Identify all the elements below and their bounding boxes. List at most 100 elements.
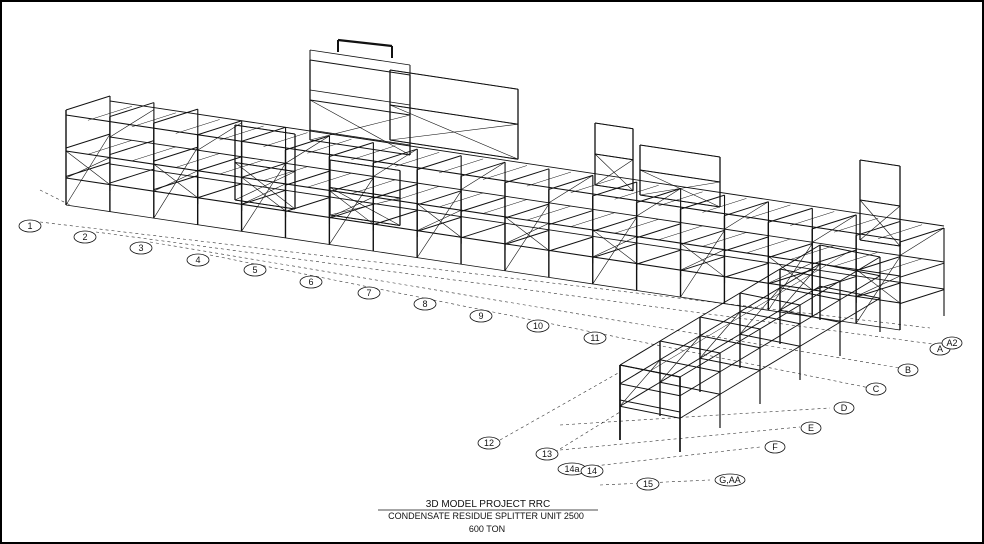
frame-member: [460, 161, 506, 177]
frame-member: [389, 69, 519, 90]
frame-member: [839, 256, 881, 282]
grid-bubble: [477, 436, 501, 450]
frame-member: [389, 104, 519, 125]
frame-member: [153, 146, 199, 219]
grid-label-text: 2: [82, 232, 87, 242]
frame-member: [768, 207, 813, 223]
frame-member: [739, 311, 801, 325]
frame-member: [309, 99, 411, 116]
frame-member: [153, 108, 198, 124]
grid-label-text: 14a: [564, 464, 579, 474]
frame-member: [636, 223, 681, 239]
frame-member: [504, 216, 550, 251]
frame-member: [779, 287, 841, 301]
grid-label-text: G,AA: [719, 475, 741, 485]
frame-member: [719, 369, 761, 395]
grid-label-text: 8: [422, 299, 427, 309]
frame-member: [680, 230, 725, 298]
grid-label-text: 4: [195, 255, 200, 265]
frame-member: [285, 170, 330, 186]
frame-member: [619, 364, 681, 378]
frame-member: [819, 244, 881, 258]
frame-member: [812, 275, 857, 291]
grid-bubble: [714, 473, 746, 487]
frame-member: [395, 152, 440, 167]
frame-member: [619, 399, 681, 413]
frame-member: [659, 381, 721, 395]
frame-member: [699, 357, 761, 371]
frame-member: [746, 238, 791, 254]
frame-member: [658, 225, 703, 241]
frame-member: [790, 245, 835, 260]
frame-member: [812, 214, 857, 230]
frame-member: [417, 155, 462, 171]
frame-member: [234, 162, 296, 172]
frame-member: [309, 89, 411, 106]
frame-member: [699, 333, 741, 359]
grid-label-col-12: 12: [477, 436, 501, 450]
grid-label-text: E: [808, 423, 814, 433]
frame-member: [899, 289, 945, 305]
frame-member: [570, 212, 615, 227]
frame-member: [329, 187, 401, 226]
grid-label-col-14: 14: [580, 464, 604, 478]
frame-member: [197, 120, 242, 136]
grid-label-col-5: 5: [243, 263, 267, 277]
grid-bubble: [299, 275, 323, 289]
frame-member: [899, 227, 945, 256]
frame-member: [779, 309, 841, 323]
frame-member: [680, 242, 725, 277]
frame-member: [592, 216, 637, 232]
grid-label-text: D: [841, 403, 848, 413]
grid-label-text: 5: [252, 265, 257, 275]
frame-member: [724, 201, 769, 217]
grid-label-text: B: [905, 365, 911, 375]
frame-member: [416, 203, 462, 238]
frame-member: [65, 150, 111, 185]
frame-member: [768, 242, 813, 258]
grid-label-col-2: 2: [73, 230, 97, 244]
title-line-1: 3D MODEL PROJECT RRC: [426, 499, 550, 510]
frame-member: [65, 133, 111, 206]
frame-member: [619, 359, 661, 385]
frame-member: [329, 187, 401, 199]
grid-label-row-G-AA: G,AA: [714, 473, 746, 487]
frame-member: [659, 316, 701, 342]
frame-member: [779, 263, 821, 311]
frame-member: [779, 244, 821, 270]
grid-label-col-9: 9: [469, 309, 493, 323]
grid-label-text: 15: [643, 479, 653, 489]
frame-member: [309, 139, 411, 156]
frame-member: [724, 236, 769, 252]
frame-member: [680, 229, 725, 245]
grid-label-row-C: C: [865, 382, 887, 396]
grid-label-col-7: 7: [357, 286, 381, 300]
frame-member: [285, 197, 330, 212]
frame-member: [175, 119, 220, 134]
frame-member: [65, 114, 901, 241]
grid-bubble: [865, 382, 887, 396]
frame-member: [389, 104, 519, 160]
frame-member: [234, 162, 296, 210]
frame-member: [819, 263, 881, 277]
steel-frame: [65, 38, 945, 452]
frame-member: [65, 95, 111, 111]
frame-member: [439, 158, 484, 174]
frame-member: [395, 186, 440, 201]
frame-member: [812, 214, 857, 243]
frame-member: [241, 126, 286, 142]
frame-member: [614, 218, 659, 234]
frame-member: [769, 274, 811, 300]
frame-member: [859, 199, 901, 207]
frame-member: [234, 124, 296, 135]
frame-member: [219, 159, 264, 175]
frame-member: [639, 169, 721, 208]
frame-member: [699, 311, 741, 337]
frame-member: [131, 146, 176, 162]
frame-member: [482, 165, 528, 180]
frame-member: [680, 194, 725, 210]
frame-member: [636, 249, 681, 265]
frame-member: [689, 322, 731, 348]
frame-member: [659, 359, 721, 373]
